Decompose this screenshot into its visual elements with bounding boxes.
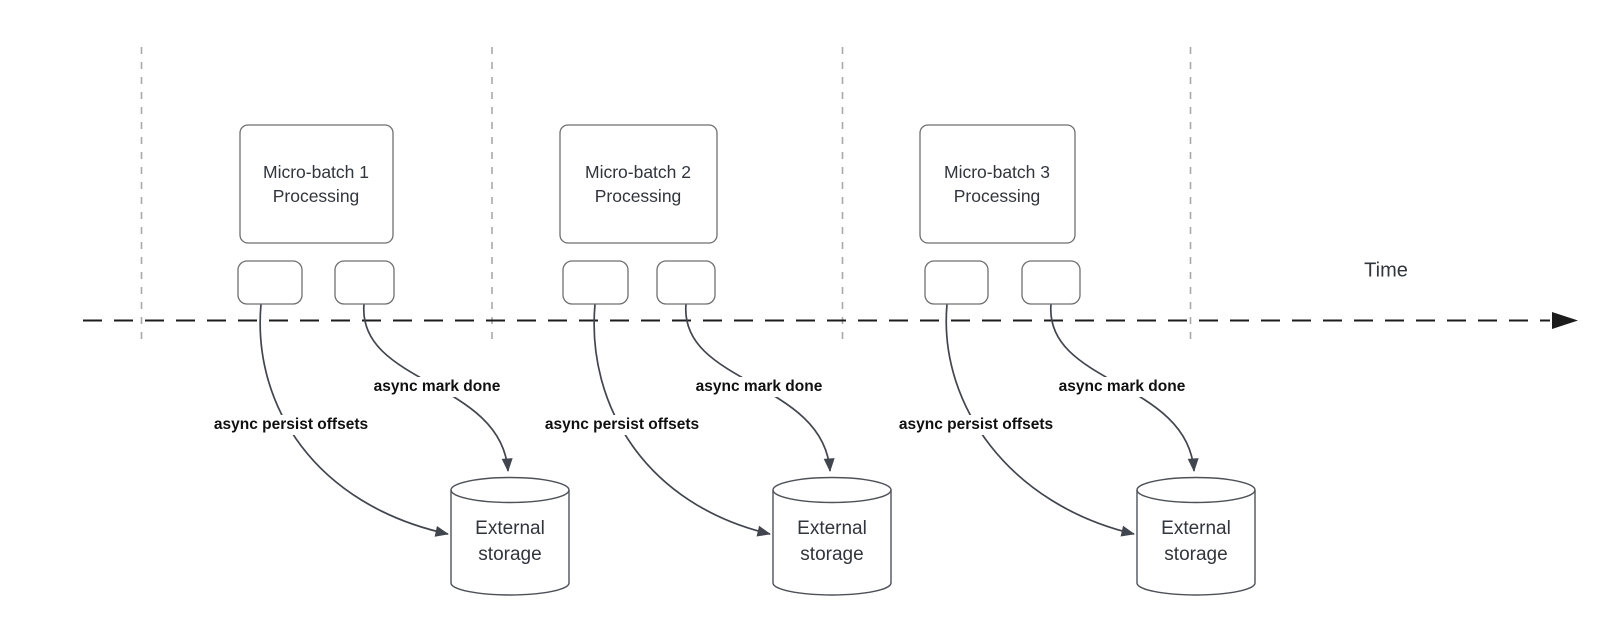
processing-box: [239, 124, 394, 244]
mark-done-label-3: async mark done: [1054, 377, 1190, 397]
processing-box-title-line2: Processing: [953, 186, 1041, 206]
processing-box: [919, 124, 1076, 244]
cylinder-rim: [772, 489, 892, 504]
task-box-right: [1021, 260, 1081, 305]
persist-offsets-label-2: async persist offsets: [540, 415, 704, 435]
processing-box-title-line1: Micro-batch 3: [943, 162, 1051, 182]
task-box-right: [656, 260, 716, 305]
external-storage-label-line2: storage: [1164, 544, 1228, 565]
external-storage-label-1: External storage: [475, 516, 545, 568]
external-storage-label-line1: External: [475, 518, 545, 539]
persist-offsets-label-3: async persist offsets: [894, 415, 1058, 435]
mark-done-label-1: async mark done: [369, 377, 505, 397]
processing-box-title-line2: Processing: [594, 186, 682, 206]
cylinder-rim: [1136, 489, 1256, 504]
time-axis-label: Time: [1364, 259, 1408, 282]
task-box-left: [237, 260, 303, 305]
external-storage-cylinder: [1136, 476, 1256, 596]
persist-offsets-arrow: [945, 303, 1135, 537]
micro-batch-group-3: [919, 124, 1256, 596]
external-storage-label-line2: storage: [478, 544, 542, 565]
micro-batch-group-1: [237, 124, 570, 596]
processing-box-title-line1: Micro-batch 1: [262, 162, 370, 182]
external-storage-label-3: External storage: [1161, 516, 1231, 568]
persist-offsets-arrow: [259, 303, 449, 537]
processing-box-title-1: Micro-batch 1 Processing: [263, 160, 369, 208]
external-storage-label-2: External storage: [797, 516, 867, 568]
external-storage-cylinder: [772, 476, 892, 596]
processing-box-title-line1: Micro-batch 2: [584, 162, 692, 182]
external-storage-label-line2: storage: [800, 544, 864, 565]
external-storage-label-line1: External: [797, 518, 867, 539]
persist-offsets-label-1: async persist offsets: [209, 415, 373, 435]
micro-batch-group-2: [559, 124, 892, 596]
processing-box-title-line2: Processing: [272, 186, 360, 206]
time-axis-arrowhead-icon: [1552, 312, 1578, 329]
cylinder-rim: [450, 489, 570, 504]
processing-box: [559, 124, 718, 244]
task-box-left: [924, 260, 989, 305]
task-box-right: [334, 260, 395, 305]
mark-done-label-2: async mark done: [691, 377, 827, 397]
task-box-left: [562, 260, 629, 305]
external-storage-cylinder: [450, 476, 570, 596]
processing-box-title-3: Micro-batch 3 Processing: [944, 160, 1050, 208]
processing-box-title-2: Micro-batch 2 Processing: [585, 160, 691, 208]
external-storage-label-line1: External: [1161, 518, 1231, 539]
persist-offsets-arrow: [593, 303, 771, 537]
